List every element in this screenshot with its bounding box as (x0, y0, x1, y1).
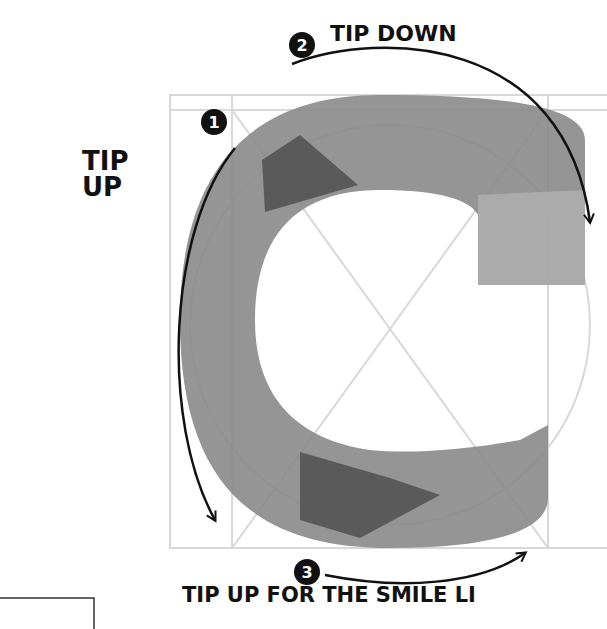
callout-number: 3 (301, 563, 312, 582)
callout-number: 1 (208, 113, 219, 132)
letter-c-stroke (180, 95, 585, 548)
terminal-overlap (478, 190, 585, 285)
callout-disc (289, 32, 315, 58)
callout-circle: 3 (293, 558, 321, 586)
guide-frame (170, 95, 607, 548)
instruction-note: TIP DOWN (330, 22, 530, 46)
stroke-arrow (325, 553, 525, 583)
callout-circle: 2 (288, 31, 316, 59)
page-box (0, 598, 94, 629)
stroke-overlap (262, 135, 358, 212)
stroke-arrow (292, 48, 590, 222)
instruction-note: TIP UP (82, 148, 140, 200)
callout-disc (294, 559, 320, 585)
motion-arrows (179, 48, 590, 583)
guide-grid (170, 95, 607, 548)
stroke-overlap (300, 452, 440, 538)
callout-circle: 1 (200, 108, 228, 136)
callout-number: 2 (296, 36, 307, 55)
instruction-note: TIP UP FOR THE SMILE LI (182, 584, 607, 607)
stroke-arrow (179, 148, 235, 520)
callout-disc (201, 109, 227, 135)
